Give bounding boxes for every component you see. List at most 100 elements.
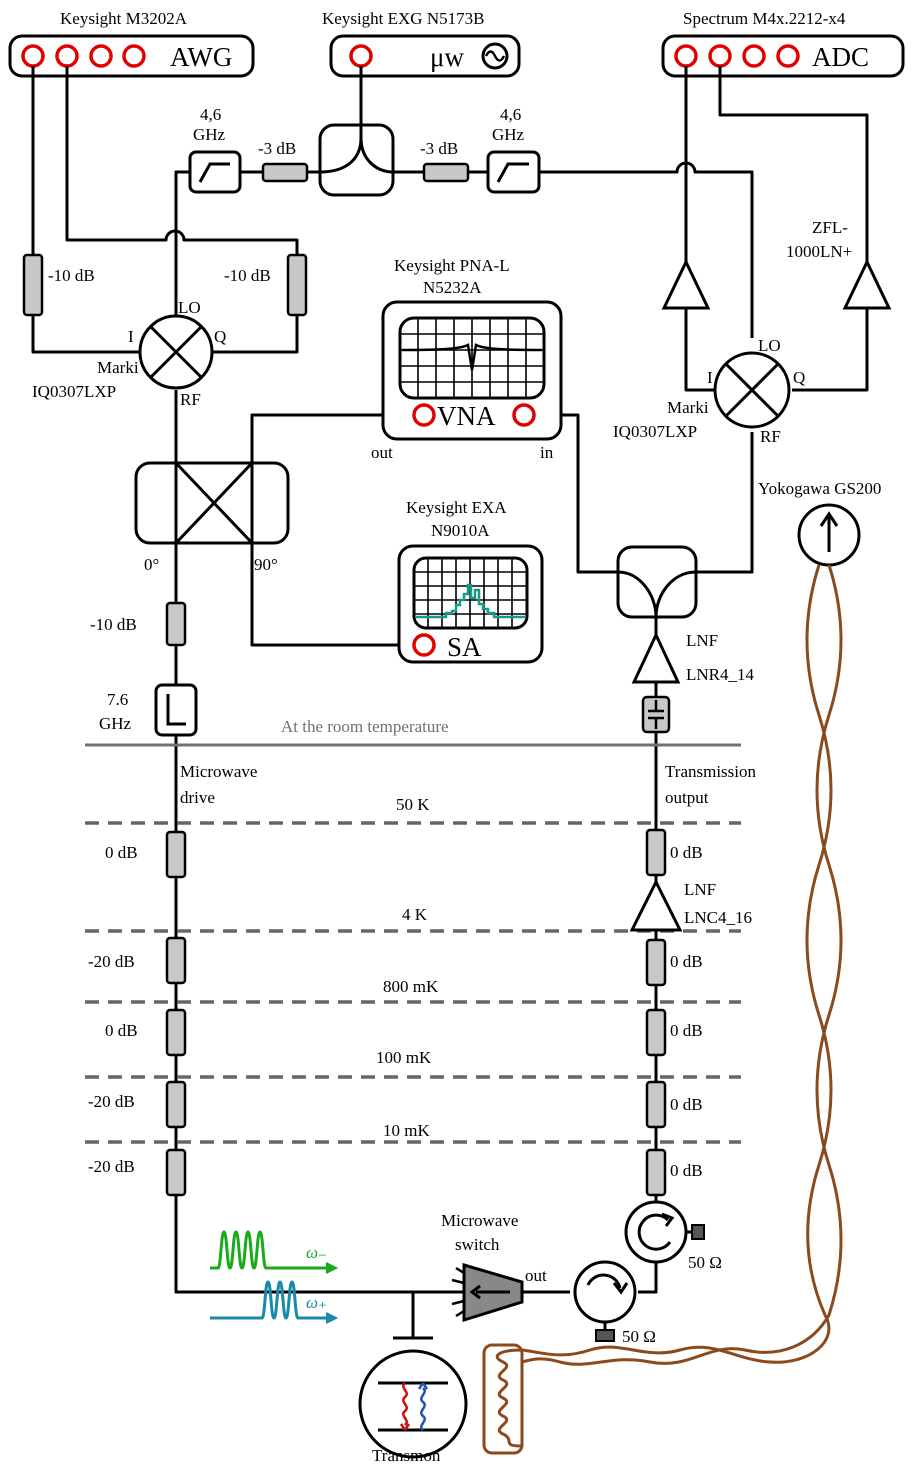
attenuator-drive-100mk-label: -20 dB: [88, 1092, 135, 1111]
drive-line-label-2: drive: [180, 788, 215, 807]
amplifier-adc-i-icon: [661, 258, 711, 310]
vna-model-2: N5232A: [423, 278, 482, 297]
attenuator-awg-i: [22, 253, 44, 317]
mw-source-model-label: Keysight EXG N5173B: [322, 9, 484, 28]
drive-line-label-1: Microwave: [180, 762, 257, 781]
lowpass-filter-right-freq: 4,6: [500, 105, 521, 124]
attenuator-drive-50k: [165, 830, 187, 879]
lowpass-filter-left-freq: 4,6: [200, 105, 221, 124]
vna-label: VNA: [437, 401, 496, 431]
attenuator-drive-10mk: [165, 1148, 187, 1197]
sine-source-icon: [481, 42, 509, 70]
iq-mixer-right-icon: [713, 351, 791, 429]
iq-mixer-left-icon: [138, 314, 214, 390]
mw-source-port[interactable]: [349, 44, 373, 68]
mixer-left-i: I: [128, 327, 134, 346]
transmon-label: Transmon: [372, 1446, 441, 1465]
attenuator-out-10mk-label: 0 dB: [670, 1161, 703, 1180]
mixer-left-name-2: IQ0307LXP: [32, 382, 116, 401]
sa-model-2: N9010A: [431, 521, 490, 540]
vna-port-out[interactable]: [412, 403, 436, 427]
awg-port-2[interactable]: [55, 44, 79, 68]
attenuator-split-right: [422, 162, 470, 183]
amplifier-lnr-name-2: LNR4_14: [686, 665, 755, 684]
adc-port-3[interactable]: [742, 44, 766, 68]
amplifier-lnr-icon: [631, 631, 681, 684]
mixer-right-q: Q: [793, 368, 805, 387]
mixer-left-lo: LO: [178, 298, 201, 317]
vna-port-in[interactable]: [512, 403, 536, 427]
mixer-right-lo: LO: [758, 336, 781, 355]
omega-plus-label: ω₊: [306, 1293, 327, 1312]
amplifier-lnc-name-2: LNC4_16: [684, 908, 752, 927]
attenuator-out-50k-label: 0 dB: [670, 843, 703, 862]
vna-out-label: out: [371, 443, 393, 462]
attenuator-out-10mk: [645, 1148, 667, 1197]
termination-top-icon: [691, 1224, 705, 1240]
sa-label: SA: [447, 632, 482, 662]
stage-label-800mk: 800 mK: [383, 977, 439, 996]
attenuator-drive-50k-label: 0 dB: [105, 843, 138, 862]
vna-model-1: Keysight PNA-L: [394, 256, 510, 275]
attenuator-awg-i-label: -10 dB: [48, 266, 95, 285]
attenuator-out-800mk: [645, 1008, 667, 1057]
current-source-icon[interactable]: [797, 503, 861, 567]
output-line-label-2: output: [665, 788, 709, 807]
adc-model-label: Spectrum M4x.2212-x4: [683, 9, 846, 28]
switch-name-1: Microwave: [441, 1211, 518, 1230]
attenuator-drive-10mk-label: -20 dB: [88, 1157, 135, 1176]
adc-port-4[interactable]: [776, 44, 800, 68]
mixer-right-name-1: Marki: [667, 398, 709, 417]
amplifier-lnc-icon: [629, 878, 683, 932]
dc-block-icon: [641, 695, 671, 734]
lowpass-filter-left-icon: [188, 150, 242, 194]
quadrature-hybrid-icon: [134, 461, 290, 545]
sa-model-1: Keysight EXA: [406, 498, 507, 517]
attenuator-split-left-label: -3 dB: [258, 139, 296, 158]
awg-port-1[interactable]: [21, 44, 45, 68]
attenuator-split-right-label: -3 dB: [420, 139, 458, 158]
mixer-left-q: Q: [214, 327, 226, 346]
omega-minus-label: ω₋: [306, 1243, 327, 1262]
mixer-left-name-1: Marki: [97, 358, 139, 377]
termination-top-label: 50 Ω: [688, 1253, 722, 1272]
attenuator-out-100mk: [645, 1080, 667, 1129]
awg-label: AWG: [170, 42, 232, 72]
mixer-left-rf: RF: [180, 390, 201, 409]
attenuator-drive-4k-label: -20 dB: [88, 952, 135, 971]
pulse-omega-plus-icon: [210, 1280, 339, 1324]
attenuator-hybrid-out: [165, 601, 187, 647]
sa-port[interactable]: [412, 633, 436, 657]
awg-port-3[interactable]: [89, 44, 113, 68]
termination-bottom-icon: [595, 1329, 615, 1342]
amplifier-lnc-name-1: LNF: [684, 880, 716, 899]
stage-label-50k: 50 K: [396, 795, 430, 814]
adc-label: ADC: [812, 42, 869, 72]
microwave-switch-icon[interactable]: [450, 1262, 524, 1323]
mixer-right-rf: RF: [760, 427, 781, 446]
amplifier-zfl-name-2: 1000LN+: [786, 242, 852, 261]
attenuator-out-800mk-label: 0 dB: [670, 1021, 703, 1040]
attenuator-out-50k: [645, 828, 667, 877]
adc-port-2[interactable]: [708, 44, 732, 68]
awg-port-4[interactable]: [122, 44, 146, 68]
attenuator-drive-100mk: [165, 1080, 187, 1129]
twisted-pair-wire: [521, 564, 843, 1366]
adc-port-1[interactable]: [674, 44, 698, 68]
mixer-right-name-2: IQ0307LXP: [613, 422, 697, 441]
attenuator-awg-q: [286, 253, 308, 317]
attenuator-out-4k-label: 0 dB: [670, 952, 703, 971]
yokogawa-model-label: Yokogawa GS200: [758, 479, 881, 498]
switch-out-label: out: [525, 1266, 547, 1285]
output-line-label-1: Transmission: [665, 762, 757, 781]
sa-instrument[interactable]: [397, 544, 544, 664]
mw-source-instrument[interactable]: [329, 34, 521, 78]
power-splitter-output-icon: [616, 545, 698, 632]
attenuator-out-100mk-label: 0 dB: [670, 1095, 703, 1114]
termination-bottom-label: 50 Ω: [622, 1327, 656, 1346]
lowpass-filter-right-unit: GHz: [492, 125, 525, 144]
mixer-right-i: I: [707, 368, 713, 387]
stage-label-10mk: 10 mK: [383, 1121, 430, 1140]
lowpass-filter-left-unit: GHz: [193, 125, 226, 144]
